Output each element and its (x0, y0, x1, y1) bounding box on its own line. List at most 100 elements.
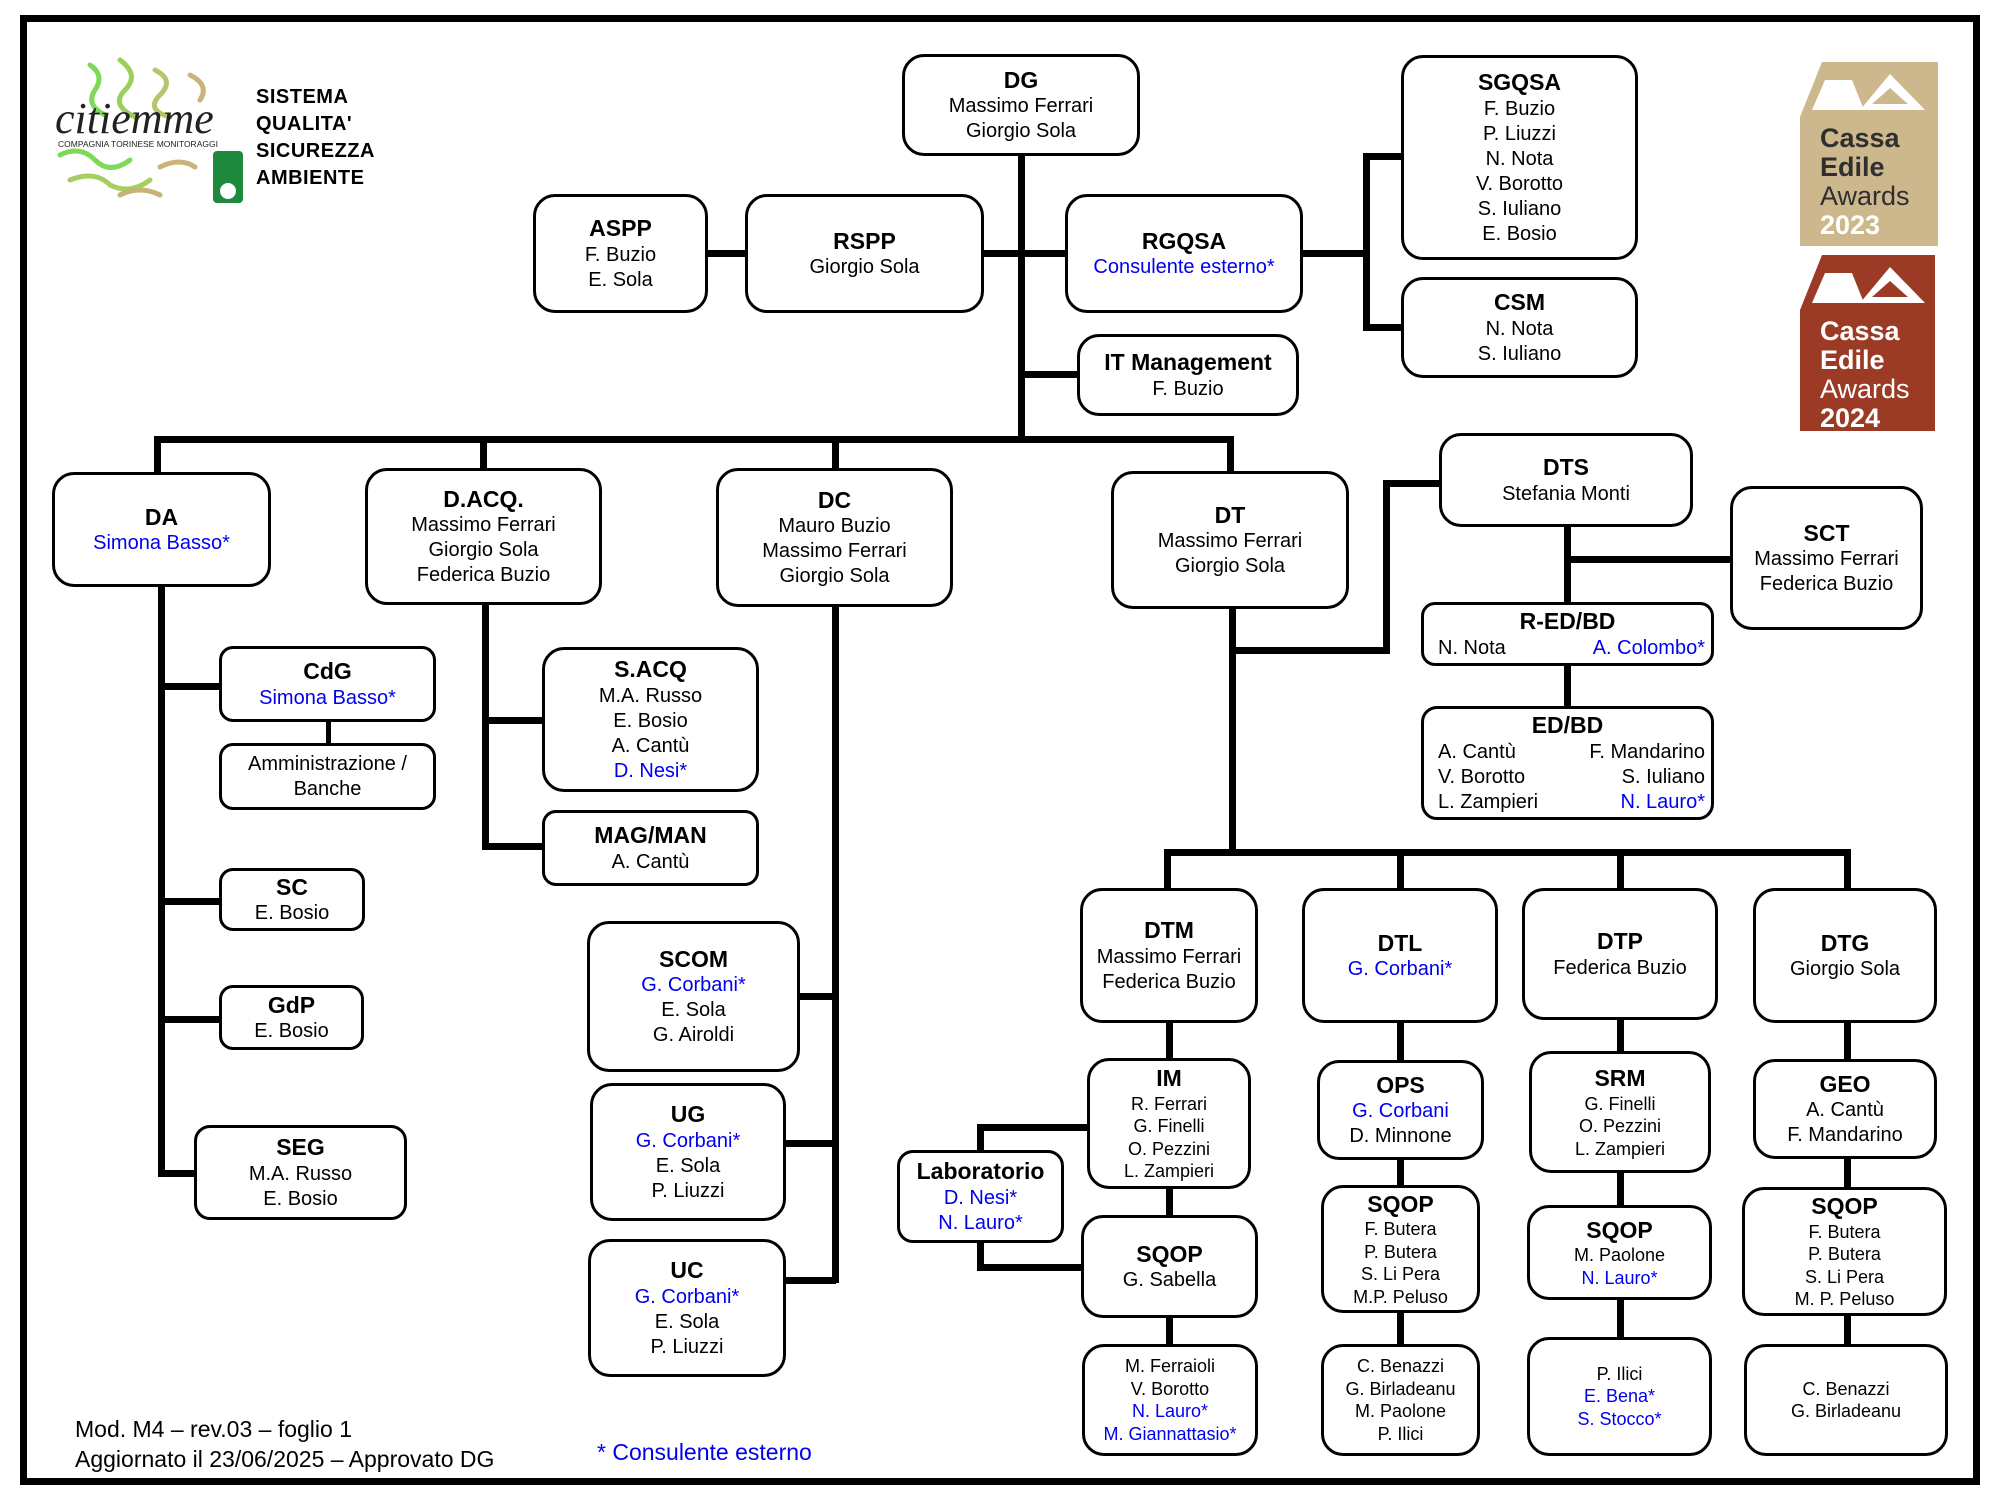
person-name: E. Bosio (263, 1187, 338, 1210)
person-name: M.A. Russo (598, 684, 703, 707)
person-name: M. Paolone (1573, 1245, 1666, 1266)
connector-line (1844, 1159, 1851, 1187)
external-consultant-name: G. Corbani* (641, 974, 746, 997)
person-name: V. Borotto (1130, 1378, 1210, 1399)
award-2024-shape-icon (1800, 255, 1935, 431)
person-name: S. Li Pera (1804, 1266, 1885, 1287)
connector-line (1227, 436, 1234, 471)
person-name: N. Nota (1485, 147, 1554, 170)
connector-line (1397, 1313, 1404, 1344)
person-name: Amministrazione / (248, 752, 407, 775)
connector-line (1164, 849, 1171, 888)
connector-line (1018, 156, 1025, 443)
connector-line (1363, 153, 1401, 160)
node-title: SCT (1803, 519, 1850, 546)
person-name: L. Zampieri (1438, 790, 1539, 813)
page-frame (20, 15, 1980, 1485)
person-name: Mauro Buzio (778, 515, 891, 538)
person-name: M. Paolone (1354, 1401, 1447, 1421)
node-title: ED/BD (1531, 712, 1604, 739)
node-title: IT Management (1104, 349, 1272, 376)
person-name: G. Sabella (1122, 1269, 1217, 1292)
connector-line (1397, 1160, 1404, 1185)
person-name: S. Iuliano (1621, 765, 1705, 788)
connector-line (482, 843, 542, 850)
person-name: G. Birladeanu (1345, 1378, 1456, 1399)
person-name: A. Cantù (611, 734, 690, 757)
person-name: E. Sola (661, 999, 726, 1022)
person-name: O. Pezzini (1578, 1116, 1662, 1137)
external-consultant-name: G. Corbani* (634, 1285, 740, 1308)
connector-line (1166, 1023, 1173, 1058)
award-text: Cassa (1820, 316, 1900, 346)
node-title: DC (817, 486, 852, 513)
person-name: F. Buzio (1483, 97, 1556, 120)
connector-line (1844, 1316, 1851, 1344)
connector-line (1164, 849, 1851, 856)
external-consultant-name: Consulente esterno* (1093, 256, 1275, 279)
node-title: S.ACQ (614, 656, 687, 683)
system-title-line: SISTEMA (256, 86, 349, 108)
person-name: P. Ilici (1377, 1423, 1424, 1444)
connector-line (1564, 666, 1571, 706)
person-name: V. Borotto (1438, 765, 1526, 788)
person-name: Massimo Ferrari (762, 540, 907, 563)
connector-line (482, 717, 542, 724)
person-name: P. Butera (1364, 1241, 1437, 1262)
connector-line (158, 587, 165, 1177)
person-name: P. Liuzzi (651, 1179, 725, 1202)
connector-line (154, 436, 161, 472)
connector-line (1397, 849, 1404, 888)
node-title: DTP (1597, 928, 1643, 955)
person-name: G. Finelli (1584, 1093, 1656, 1114)
person-name: M. Ferraioli (1124, 1356, 1215, 1376)
node-title: DTM (1144, 917, 1194, 944)
award-text: Edile (1820, 345, 1885, 375)
person-name: F. Mandarino (1787, 1124, 1903, 1147)
node-title: CSM (1493, 289, 1546, 316)
connector-line (800, 993, 836, 1000)
award-text: Edile (1820, 152, 1885, 182)
node-title: SQOP (1586, 1216, 1653, 1243)
person-name: A. Cantù (611, 850, 690, 873)
person-name: P. Ilici (1596, 1363, 1643, 1384)
person-name: M.A. Russo (248, 1162, 353, 1185)
external-consultant-name: D. Nesi* (943, 1186, 1018, 1209)
person-name: Giorgio Sola (1174, 555, 1286, 578)
person-name: C. Benazzi (1802, 1378, 1890, 1399)
node-title: D.ACQ. (443, 485, 524, 512)
company-logo: citiemme COMPAGNIA TORINESE MONITORAGGI (50, 55, 250, 205)
person-name: P. Liuzzi (650, 1335, 724, 1358)
node-title: SC (276, 873, 308, 900)
external-consultant-name: S. Stocco* (1577, 1408, 1662, 1429)
person-name: Federica Buzio (1553, 956, 1687, 979)
connector-line (1844, 1023, 1851, 1059)
person-name: S. Li Pera (1360, 1264, 1441, 1285)
logo-subtitle: COMPAGNIA TORINESE MONITORAGGI (58, 139, 218, 149)
connector-line (1617, 1173, 1624, 1205)
node-title: DT (1214, 501, 1246, 528)
node-title: DTL (1377, 929, 1423, 956)
external-consultant-name: G. Corbani* (635, 1129, 741, 1152)
person-name: G. Birladeanu (1790, 1401, 1902, 1421)
node-title: SCOM (659, 945, 728, 972)
connector-line (977, 1124, 984, 1150)
system-title-line: SICUREZZA (256, 140, 375, 162)
node-title: SEG (276, 1134, 325, 1161)
external-consultant-name: A. Colombo* (1592, 636, 1705, 659)
node-title: SGQSA (1477, 69, 1562, 96)
